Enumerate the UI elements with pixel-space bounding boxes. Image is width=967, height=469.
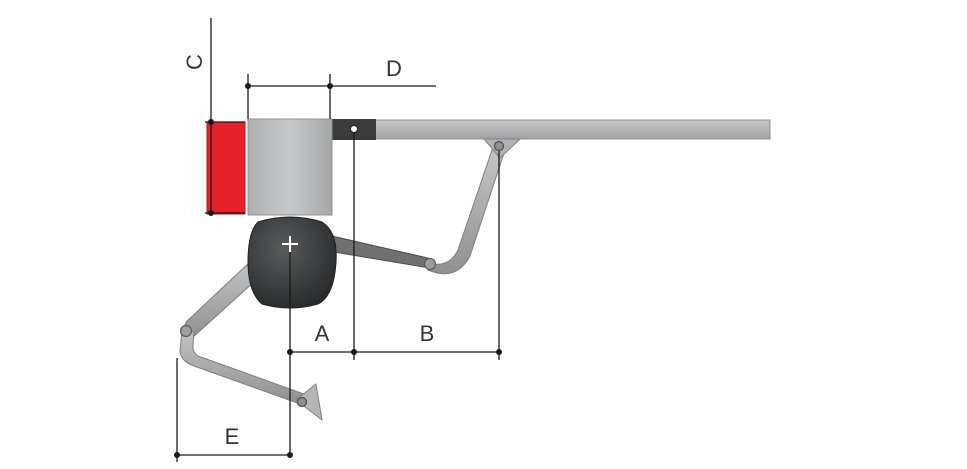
gate-beam [329,119,771,140]
pillar [206,121,246,215]
elbow-pivot [423,257,437,271]
dim-a-dot-left [287,349,293,355]
gate-bracket-pivot [350,125,358,133]
dim-d-dot-right [327,83,333,89]
gate-link-arm [425,149,505,275]
dim-e-dot-right [287,452,293,458]
lower-elbow-pivot [179,324,193,338]
dim-c-dot-top [208,119,214,125]
wall-bracket [295,383,323,422]
wall-bracket-pivot [296,396,308,408]
dim-c-dot-bottom [208,210,214,216]
dim-e-label: E [225,424,240,449]
dim-ab-dot-middle [351,349,357,355]
lower-arm-extension [179,329,305,405]
lower-arm [181,261,257,339]
dim-d-label: D [386,56,402,81]
operator-housing [247,118,333,216]
beam-bracket-pivot [493,140,505,152]
dim-d-dot-left [245,83,251,89]
dim-c-label: C [182,54,207,70]
dim-b-label: B [420,321,435,346]
dim-a-label: A [315,321,330,346]
dim-e-dot-left [174,452,180,458]
dim-b-dot-right [496,349,502,355]
motor-body [247,216,337,309]
upper-link-arm [331,235,431,269]
